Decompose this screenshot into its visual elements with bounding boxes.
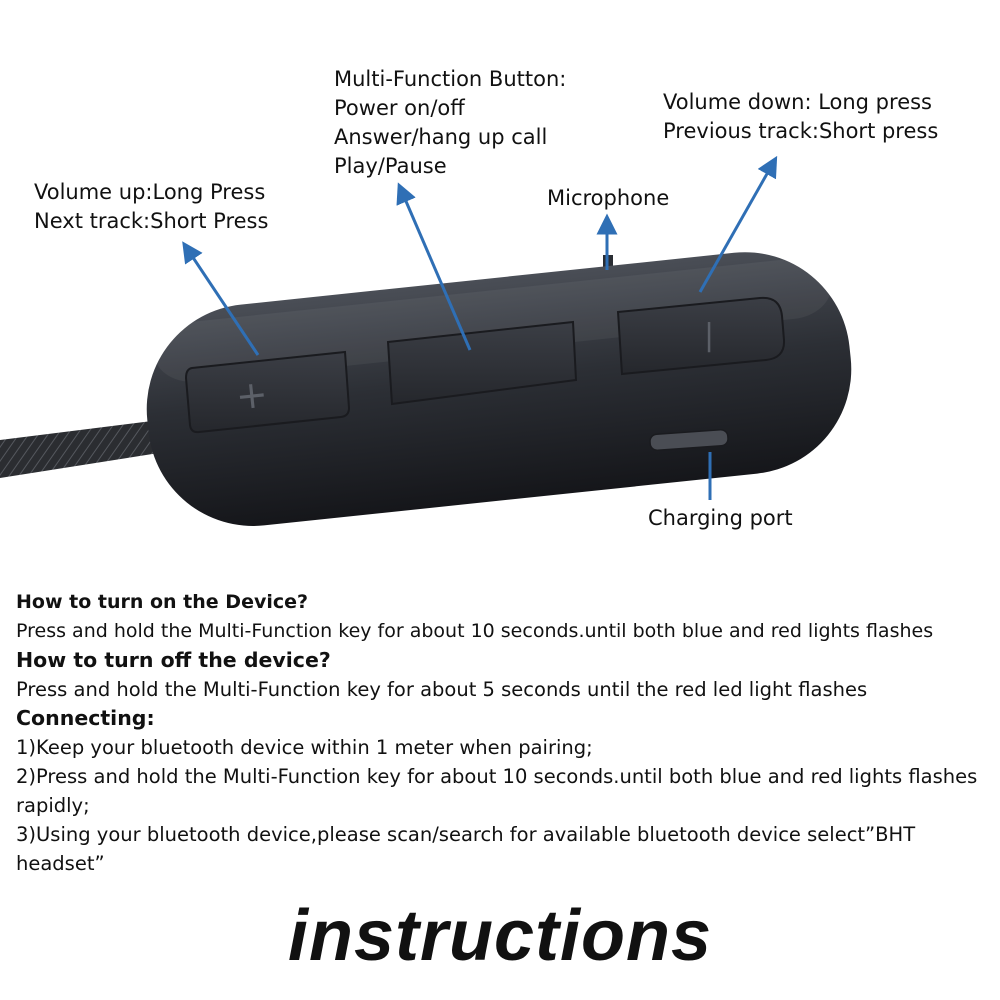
remote-control-illustration: + | [0,155,852,526]
charging-port [649,429,729,451]
connecting-heading: Connecting: [16,706,155,730]
arrow-volume-down [698,155,778,293]
charging-port-label: Charging port [648,506,793,530]
connecting-step-3: 3)Using your bluetooth device,please sca… [16,823,916,875]
turn-off-heading: How to turn off the device? [16,648,331,672]
arrow-multi-function [396,182,472,351]
connecting-step-1: 1)Keep your bluetooth device within 1 me… [16,736,593,759]
arrows [182,155,778,500]
plus-symbol: + [234,371,270,418]
multi-function-label: Multi-Function Button: Power on/off Answ… [334,67,567,178]
page-title: instructions [287,896,713,976]
volume-down-button[interactable] [616,296,786,376]
turn-on-text: Press and hold the Multi-Function key fo… [16,620,934,642]
volume-up-label: Volume up:Long Press Next track:Short Pr… [34,180,269,233]
multi-function-button[interactable] [386,320,578,406]
connecting-step-2: 2)Press and hold the Multi-Function key … [16,765,978,817]
microphone-label: Microphone [547,186,670,210]
arrow-volume-up [182,241,260,356]
turn-off-text: Press and hold the Multi-Function key fo… [16,678,868,701]
volume-up-button[interactable] [184,350,351,434]
minus-symbol: | [704,318,714,353]
turn-on-heading: How to turn on the Device? [16,591,309,613]
instructions-text: How to turn on the Device? Press and hol… [16,588,991,878]
braided-cable [0,420,165,478]
volume-down-label: Volume down: Long press Previous track:S… [663,90,939,143]
